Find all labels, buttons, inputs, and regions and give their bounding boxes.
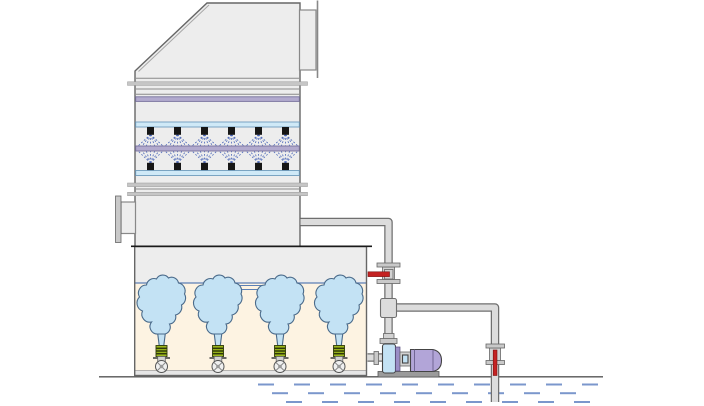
pump-volute xyxy=(381,343,397,374)
spray-nozzle-bottom xyxy=(201,162,208,171)
gas-inlet-duct xyxy=(120,201,137,235)
pump-discharge-flange xyxy=(379,338,398,344)
spray-nozzle-top xyxy=(174,127,181,135)
tee-fitting xyxy=(379,297,398,319)
tower-flange-band xyxy=(127,81,308,86)
spray-nozzle-bottom xyxy=(255,162,262,171)
centrifugal-pump xyxy=(367,333,443,378)
drain-valve-stem-red xyxy=(492,349,498,376)
gas-outlet-duct xyxy=(298,9,317,71)
spray-nozzle-top xyxy=(201,127,208,135)
recirculation-valve xyxy=(367,262,401,284)
spray-fans-bottom xyxy=(137,150,299,164)
pump-coupling xyxy=(395,346,401,372)
water-surface-dashes xyxy=(258,383,598,403)
pump-inlet-flange xyxy=(373,351,379,365)
spray-nozzle-bottom xyxy=(174,162,181,171)
pump-motor xyxy=(409,348,443,373)
pump-base xyxy=(377,371,440,378)
tower-flange-band xyxy=(127,182,308,187)
spray-nozzle-top xyxy=(282,127,289,135)
valve-handle-red xyxy=(367,271,390,277)
spray-fans-top xyxy=(137,134,299,147)
inlet-duct-flange xyxy=(115,195,122,243)
hood-inner-line xyxy=(138,4,210,72)
spray-nozzle-top xyxy=(228,127,235,135)
spray-nozzle-top xyxy=(147,127,154,135)
spray-nozzle-top xyxy=(255,127,262,135)
pump-shaft-window xyxy=(401,354,409,364)
packing-tray-band xyxy=(135,145,300,152)
spray-header-top xyxy=(135,121,300,128)
tank-floor xyxy=(134,370,367,376)
tower-flange-band xyxy=(127,192,308,196)
mist-eliminator-band xyxy=(135,96,300,102)
spray-nozzle-bottom xyxy=(282,162,289,171)
spray-nozzle-bottom xyxy=(228,162,235,171)
spray-nozzles-bottom xyxy=(147,162,289,171)
spray-nozzles-top xyxy=(147,127,289,135)
spray-header-bottom xyxy=(135,170,300,176)
drain-valve xyxy=(485,343,505,376)
spray-nozzle-bottom xyxy=(147,162,154,171)
